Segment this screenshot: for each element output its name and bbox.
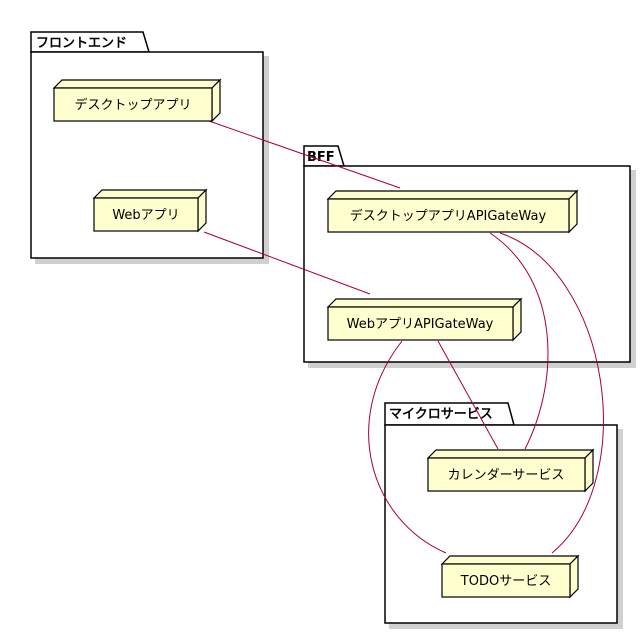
package-microservices-title: マイクロサービス <box>389 406 493 422</box>
edge-desktop-gw-to-todo <box>499 232 604 554</box>
edge-desktop-app-to-desktop-gw <box>208 120 401 189</box>
edge-desktop-gw-to-calendar <box>489 232 549 450</box>
node-web-gateway-label: WebアプリAPIGateWay <box>347 317 494 332</box>
node-desktop-gateway-label: デスクトップアプリAPIGateWay <box>350 208 547 224</box>
node-desktop-app[interactable]: デスクトップアプリ <box>52 78 222 123</box>
node-calendar-service[interactable]: カレンダーサービス <box>426 448 595 493</box>
node-web-app-label: Webアプリ <box>112 208 179 223</box>
node-desktop-app-label: デスクトップアプリ <box>74 97 191 113</box>
edge-web-gw-to-todo <box>368 340 447 554</box>
edge-web-app-to-web-gw <box>203 231 371 295</box>
node-calendar-service-label: カレンダーサービス <box>448 468 565 483</box>
package-bff-title: BFF <box>307 150 335 165</box>
node-todo-service-label: TODOサービス <box>460 574 551 589</box>
edge-web-gw-to-calendar <box>437 340 499 450</box>
node-todo-service[interactable]: TODOサービス <box>440 554 580 599</box>
edges <box>203 120 604 554</box>
package-frontend-title: フロントエンド <box>36 36 127 51</box>
node-desktop-gateway[interactable]: デスクトップアプリAPIGateWay <box>326 189 579 234</box>
node-web-gateway[interactable]: WebアプリAPIGateWay <box>326 297 523 342</box>
node-web-app[interactable]: Webアプリ <box>92 188 208 233</box>
